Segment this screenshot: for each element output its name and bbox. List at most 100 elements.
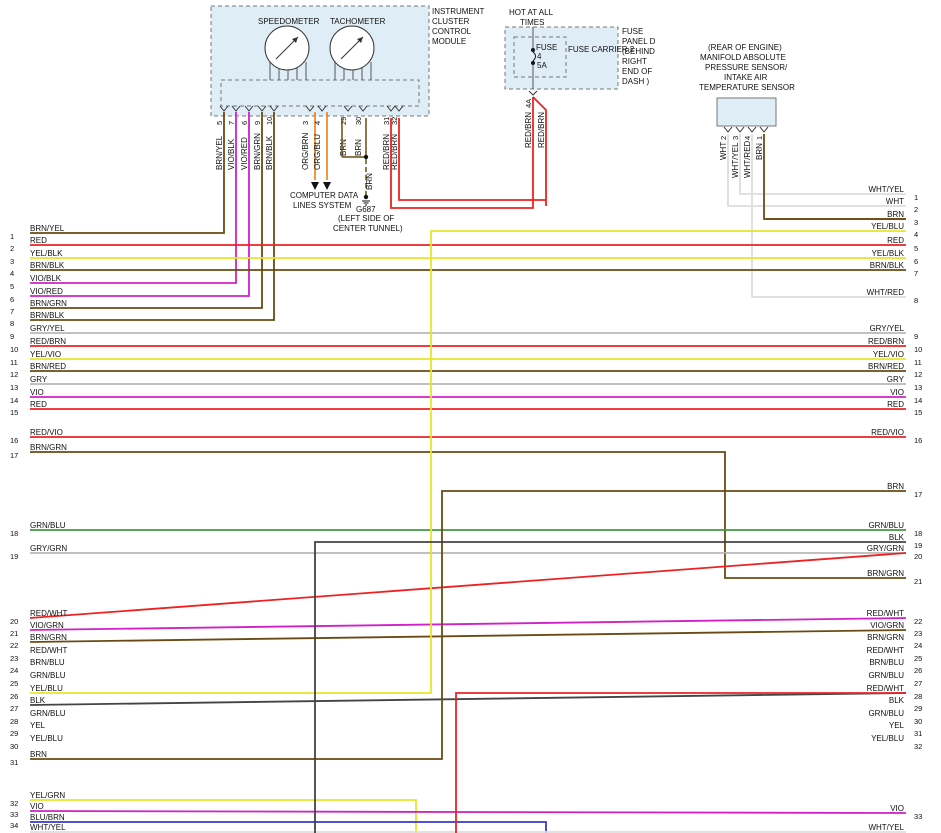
- sensor-pin-number: 4: [743, 136, 752, 140]
- sensor-wire: [739, 134, 906, 195]
- speedometer-label: SPEEDOMETER: [258, 17, 320, 26]
- right-wire-label: YEL/BLU: [871, 734, 904, 743]
- right-wire-label: GRN/BLU: [868, 671, 904, 680]
- right-wire-number: 6: [914, 257, 918, 266]
- left-wire-label: VIO: [30, 388, 44, 397]
- tachometer-label: TACHOMETER: [330, 17, 386, 26]
- right-wire-number: 18: [914, 529, 922, 538]
- cluster-title-line-3: CONTROL: [432, 27, 472, 36]
- left-wire-number: 17: [10, 451, 18, 460]
- harness-wire: [30, 230, 906, 694]
- cluster-pin-color: BRN/BLK: [265, 135, 274, 170]
- left-wire-number: 26: [10, 692, 18, 701]
- right-wire-number: 23: [914, 629, 922, 638]
- right-wire-number: 13: [914, 383, 922, 392]
- cluster-pin-color: BRN/GRN: [253, 133, 262, 170]
- instrument-cluster-module: SPEEDOMETER TACHOMETER INSTRUMENT CLUSTE…: [210, 5, 485, 117]
- left-wire-number: 34: [10, 821, 18, 830]
- right-wire-number: 11: [914, 358, 922, 367]
- left-wire-number: 31: [10, 758, 18, 767]
- left-wire-number: 8: [10, 319, 14, 328]
- left-wire-number: 28: [10, 717, 18, 726]
- cluster-pin-number: 5: [215, 121, 224, 125]
- left-wire-label: BRN/BLK: [30, 311, 65, 320]
- left-wire-label: VIO/GRN: [30, 621, 64, 630]
- cluster-wire: [30, 112, 275, 321]
- left-wire-label: YEL/GRN: [30, 791, 65, 800]
- sensor-connector-mark: [735, 126, 745, 133]
- right-wire-number: 19: [914, 541, 922, 550]
- left-wire-number: 16: [10, 436, 18, 445]
- right-wire-label: RED/VIO: [871, 428, 904, 437]
- cluster-wire: [30, 112, 237, 284]
- right-wire-number: 4: [914, 230, 918, 239]
- right-wire-number: 20: [914, 552, 922, 561]
- right-wire-number: 27: [914, 679, 922, 688]
- right-wire-number: 24: [914, 641, 922, 650]
- cluster-connector-mark: [358, 105, 368, 112]
- sensor-title-1: (REAR OF ENGINE): [708, 43, 782, 52]
- left-wire-label: RED: [30, 400, 47, 409]
- sensor-pin-number: 3: [731, 136, 740, 140]
- left-wire-label: GRN/BLU: [30, 521, 66, 530]
- left-wire-label: BRN/BLK: [30, 261, 65, 270]
- left-wire-label: YEL: [30, 721, 46, 730]
- left-wire-label: BRN/RED: [30, 362, 66, 371]
- fuse-panel-d: HOT AT ALL TIMES FUSE 4 5A FUSE CARRIER …: [390, 8, 656, 209]
- left-wire-number: 25: [10, 679, 18, 688]
- left-wire-label: GRY/GRN: [30, 544, 67, 553]
- cluster-pin-color: VIO/RED: [240, 137, 249, 170]
- harness-wire: [30, 451, 906, 579]
- left-wire-number: 4: [10, 269, 14, 278]
- harness-wire: [29, 629, 907, 643]
- harness-wire: [29, 692, 907, 706]
- cluster-pin-color: BRN: [354, 139, 363, 156]
- cluster-connector-mark: [231, 105, 241, 112]
- right-wire-number: 9: [914, 332, 918, 341]
- right-wire-label: GRY: [887, 375, 905, 384]
- left-wire-label: GRY/YEL: [30, 324, 65, 333]
- left-wire-label: VIO/BLK: [30, 274, 62, 283]
- harness-wire: [314, 541, 906, 833]
- cluster-connector-mark: [386, 105, 396, 112]
- cluster-pin-color: ORG/BRN: [301, 132, 310, 170]
- cluster-pin-number: 9: [253, 121, 262, 125]
- left-wire-label: BRN/GRN: [30, 633, 67, 642]
- harness-wire: [30, 799, 417, 833]
- left-wire-number: 27: [10, 704, 18, 713]
- left-wire-label: GRN/BLU: [30, 671, 66, 680]
- right-wire-label: BRN/BLK: [870, 261, 905, 270]
- left-wire-label: YEL/BLU: [30, 684, 63, 693]
- cluster-wire: [30, 112, 250, 297]
- cluster-pin-color: BRN/YEL: [215, 135, 224, 170]
- left-wire-number: 19: [10, 552, 18, 561]
- sensor-pin-color: BRN: [755, 143, 764, 160]
- left-wire-label: VIO/RED: [30, 287, 63, 296]
- cluster-title-line-2: CLUSTER: [432, 17, 470, 26]
- right-wire-label: BRN/GRN: [867, 569, 904, 578]
- fuse-panel-2: PANEL D: [622, 37, 656, 46]
- right-wire-label: RED/WHT: [867, 646, 904, 655]
- right-wire-label: BRN/GRN: [867, 633, 904, 642]
- right-wire-number: 32: [914, 742, 922, 751]
- ground-id: G687: [356, 205, 376, 214]
- right-wire-label: BRN: [887, 482, 904, 491]
- cluster-connector-mark: [317, 105, 327, 112]
- right-wire-number: 8: [914, 296, 918, 305]
- right-wire-number: 12: [914, 370, 922, 379]
- computer-data-label-1: COMPUTER DATA: [290, 191, 359, 200]
- cluster-connector-mark: [394, 105, 404, 112]
- left-wire-number: 20: [10, 617, 18, 626]
- sensor-title-2: MANIFOLD ABSOLUTE: [700, 53, 786, 62]
- right-wire-label: VIO: [890, 388, 904, 397]
- fuse-pin: 4A: [524, 99, 533, 108]
- left-wire-number: 7: [10, 307, 14, 316]
- right-wire-number: 26: [914, 666, 922, 675]
- cluster-pin-number: 10: [265, 117, 274, 125]
- cluster-connector-mark: [257, 105, 267, 112]
- cluster-pin-number: 30: [354, 117, 363, 125]
- left-wire-number: 13: [10, 383, 18, 392]
- sensor-wire: [751, 134, 906, 298]
- right-wire-label: BRN/RED: [868, 362, 904, 371]
